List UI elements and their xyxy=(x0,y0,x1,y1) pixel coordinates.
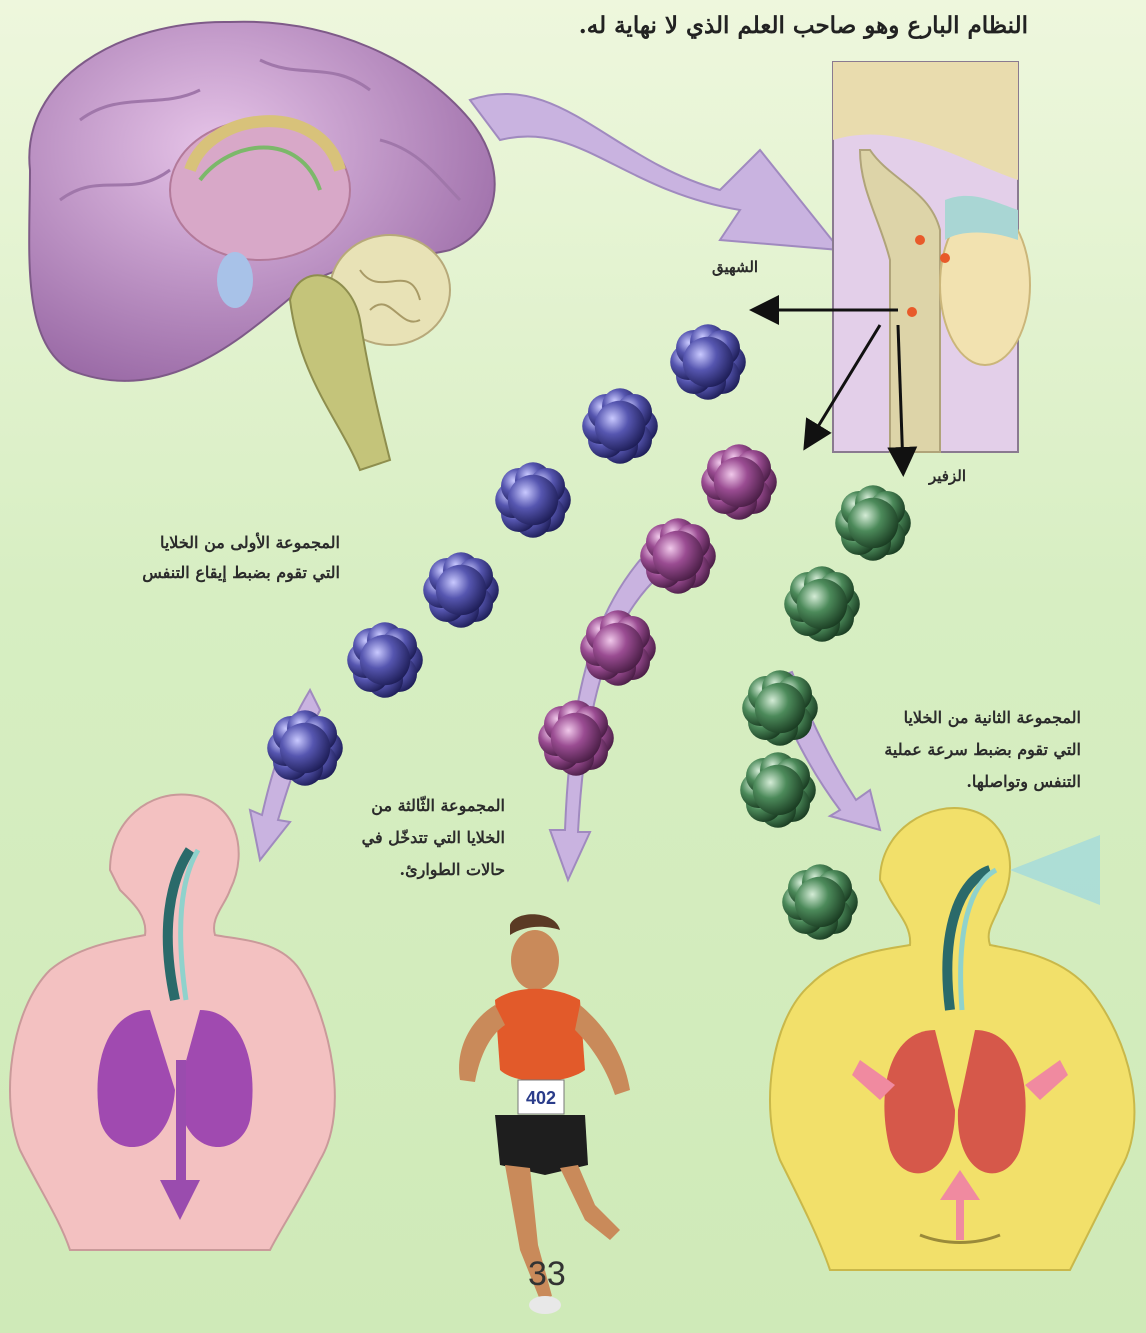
inhale-label: الشهيق xyxy=(712,258,758,276)
group2-cell-3 xyxy=(742,670,818,746)
page-title: النظام البارع وهو صاحب العلم الذي لا نها… xyxy=(579,12,1028,39)
group2-cell-1 xyxy=(835,485,911,561)
brainstem-detail-panel xyxy=(833,62,1030,452)
runner-bib-number: 402 xyxy=(526,1088,556,1108)
group1-cell-4 xyxy=(423,552,499,628)
group1-cell-5 xyxy=(347,622,423,698)
page-number: 33 xyxy=(528,1255,566,1294)
group3-cell-3 xyxy=(580,610,656,686)
left-breathing-figure xyxy=(10,794,335,1250)
group2-cell-2 xyxy=(784,566,860,642)
brain-illustration xyxy=(29,22,494,470)
exhale-label: الزفير xyxy=(929,467,966,485)
group2-caption: المجموعة الثانية من الخلايا التي تقوم بض… xyxy=(866,702,1081,798)
group1-cell-1 xyxy=(670,324,746,400)
group2-cell-4 xyxy=(740,752,816,828)
group3-caption: المجموعة الثّالثة من الخلايا التي تتدخّل… xyxy=(345,790,505,886)
group1-cell-3 xyxy=(495,462,571,538)
group1-cell-2 xyxy=(582,388,658,464)
group1-caption: المجموعة الأولى من الخلايا التي تقوم بضب… xyxy=(120,528,340,588)
group3-cell-4 xyxy=(538,700,614,776)
group1-cell-6 xyxy=(267,710,343,786)
group3-cell-2 xyxy=(640,518,716,594)
group3-cell-1 xyxy=(701,444,777,520)
zoom-arrow xyxy=(470,94,840,250)
group2-cell-5 xyxy=(782,864,858,940)
